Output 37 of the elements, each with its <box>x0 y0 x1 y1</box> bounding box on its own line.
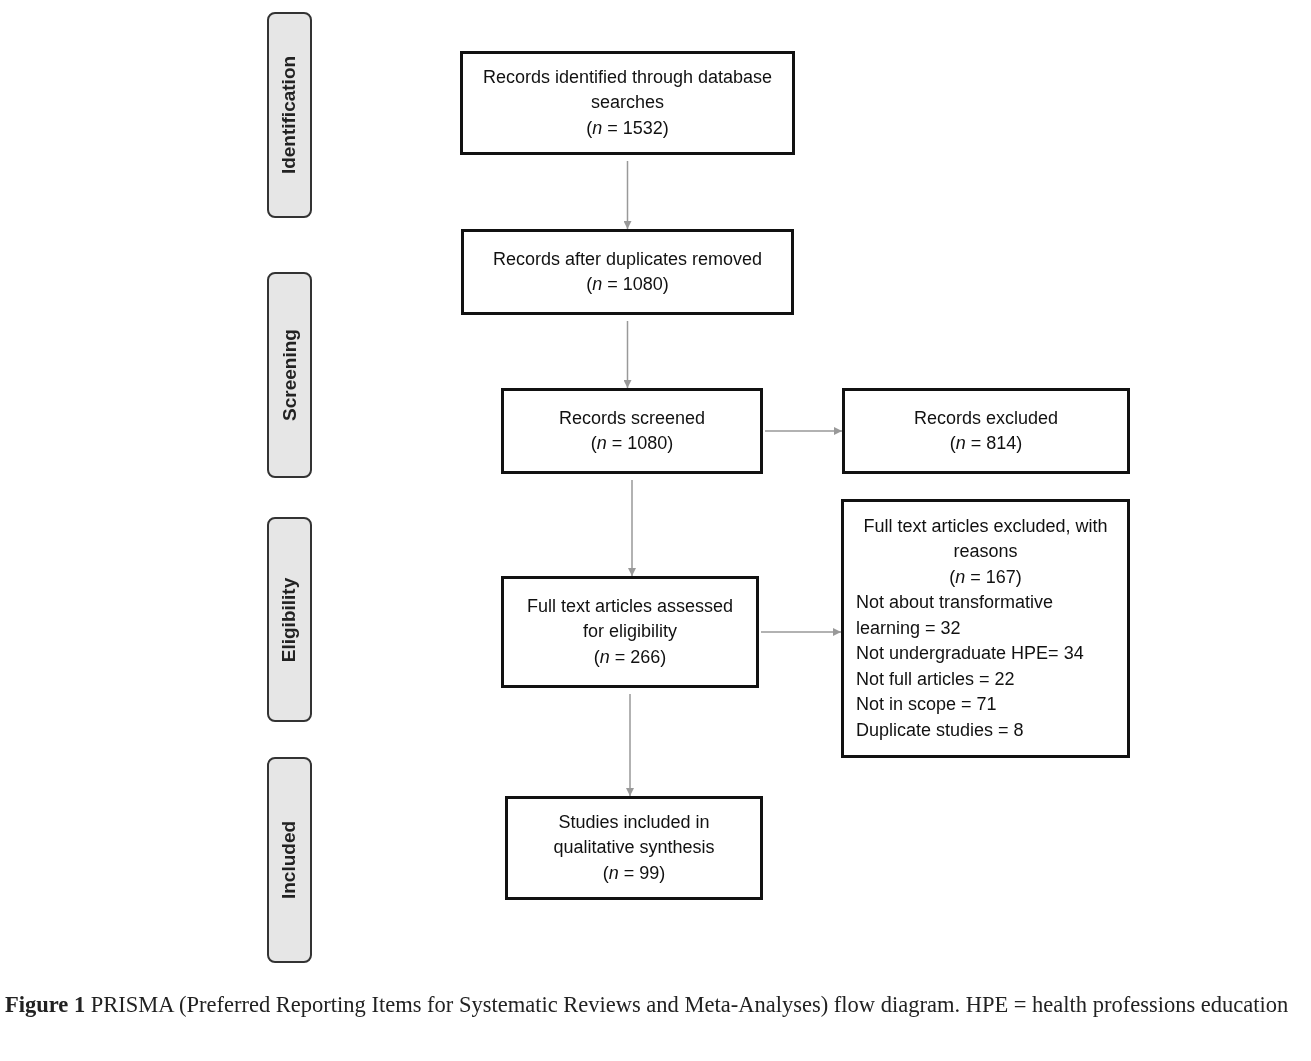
exclusion-reason: Duplicate studies = 8 <box>856 718 1025 742</box>
process-box <box>460 51 795 155</box>
process-box <box>501 576 759 688</box>
process-box <box>461 229 794 315</box>
box-text: Records after duplicates removed <box>491 247 764 271</box>
box-text: (n = 814) <box>948 432 1024 455</box>
box-text: (n = 167) <box>948 565 1023 589</box>
exclusion-reason: Not in scope = 71 <box>856 693 998 717</box>
box-text: (n = 99) <box>601 861 667 885</box>
arrow <box>623 320 632 389</box>
stage-label-band <box>267 12 312 218</box>
exclusion-reason: Not about transformative learning = 32 <box>856 591 1055 640</box>
box-text: Records screened <box>557 406 707 430</box>
arrow <box>764 427 843 435</box>
stage-label: Identification <box>278 55 301 175</box>
exclusion-reason: Not full articles = 22 <box>856 667 1016 691</box>
stage-label-band <box>267 757 312 963</box>
box-text: (n = 266) <box>592 645 668 669</box>
process-box <box>501 388 763 474</box>
stage-label: Included <box>278 820 301 900</box>
box-text: Records excluded <box>912 406 1060 430</box>
arrow <box>760 628 842 636</box>
box-text: (n = 1080) <box>589 432 675 455</box>
stage-label: Eligibility <box>278 577 301 662</box>
process-box <box>842 388 1130 474</box>
arrow <box>626 693 634 797</box>
stage-label: Screening <box>278 329 301 421</box>
stage-label-band <box>267 272 312 478</box>
process-box <box>505 796 763 900</box>
process-box <box>841 499 1130 758</box>
stage-label-band <box>267 517 312 722</box>
arrow <box>623 160 632 230</box>
exclusion-reason: Not undergraduate HPE= 34 <box>856 642 1085 666</box>
box-text: (n = 1532) <box>585 116 670 140</box>
arrow <box>628 479 636 577</box>
figure-caption: Figure 1 PRISMA (Preferred Reporting Items for Systematic Reviews and Meta-Analyses) flow diagram. HPE = health professions education <box>5 991 1290 1019</box>
box-text: (n = 1080) <box>585 273 670 296</box>
